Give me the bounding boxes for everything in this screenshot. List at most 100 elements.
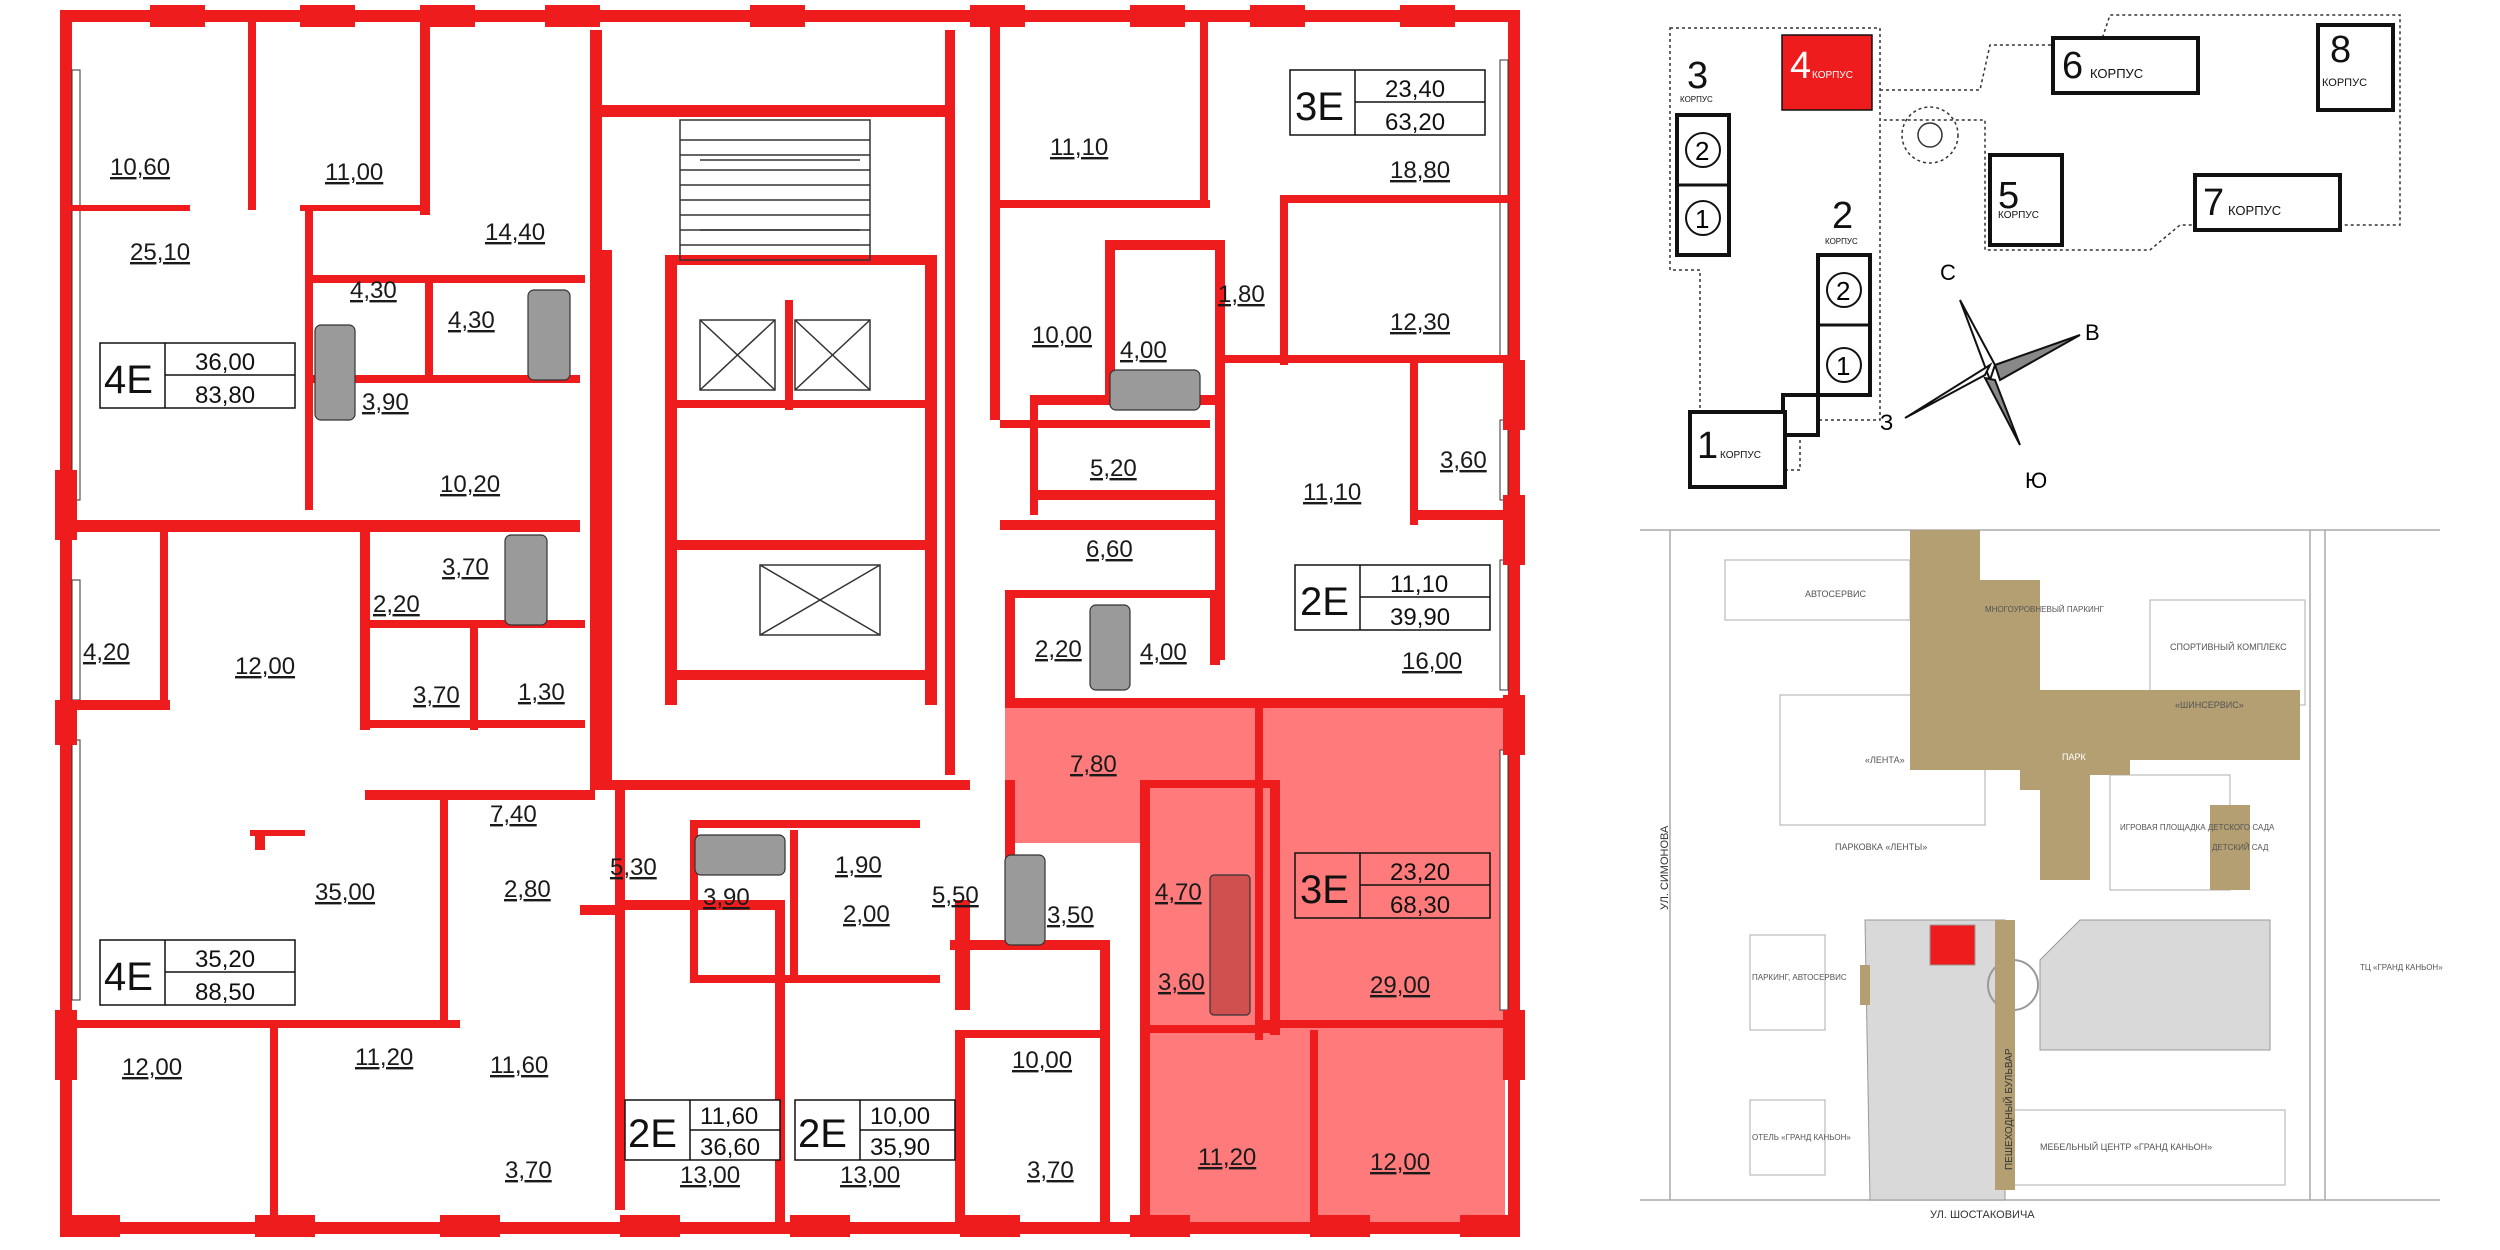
site-map: АВТОСЕРВИС МНОГОУРОВНЕВЫЙ ПАРКИНГ СПОРТИ… (1640, 529, 2443, 1221)
unit-living-area: 11,10 (1390, 571, 1448, 598)
map-label: ОТЕЛЬ «ГРАНД КАНЬОН» (1752, 1133, 1851, 1142)
building-word: КОРПУС (1680, 95, 1713, 104)
building-2[interactable]: 2 КОРПУС 2 1 (1781, 195, 1872, 437)
room-area: 3,70 (1027, 1157, 1074, 1184)
room-area: 4,30 (350, 277, 397, 304)
map-label: ПАРКИНГ, АВТОСЕРВИС (1752, 973, 1847, 982)
unit-living-area: 23,20 (1390, 859, 1450, 886)
street-label: УЛ. СИМОНОВА (1659, 825, 1671, 910)
building-8[interactable]: 8 КОРПУС (2316, 23, 2395, 112)
room-area: 11,10 (1050, 134, 1108, 161)
unit-code: 3E (1300, 868, 1349, 912)
unit-code: 3E (1295, 85, 1344, 129)
room-area: 10,00 (1012, 1047, 1072, 1074)
room-area: 2,20 (373, 591, 420, 618)
unit-total-area: 83,80 (195, 382, 255, 409)
room-area: 12,00 (122, 1054, 182, 1081)
room-area: 7,80 (1070, 751, 1117, 778)
building-6[interactable]: 6 КОРПУС (2051, 36, 2200, 95)
building-word: КОРПУС (1825, 237, 1858, 246)
building-number: 7 (2203, 182, 2224, 224)
room-area: 3,90 (703, 884, 750, 911)
building-4[interactable]: 4 КОРПУС (1781, 34, 1873, 111)
section-number: 1 (1836, 351, 1850, 381)
room-area: 2,80 (504, 876, 551, 903)
building-5[interactable]: 5 КОРПУС (1988, 153, 2064, 247)
building-word: КОРПУС (1998, 210, 2039, 221)
building-number: 6 (2062, 45, 2083, 87)
room-area: 13,00 (840, 1162, 900, 1189)
building-7[interactable]: 7 КОРПУС (2193, 173, 2342, 232)
room-area: 4,20 (83, 639, 130, 666)
room-area: 7,40 (490, 801, 537, 828)
unit-code: 4E (104, 358, 153, 402)
building-word: КОРПУС (2228, 203, 2281, 218)
room-area: 4,30 (448, 307, 495, 334)
map-label: ДЕТСКИЙ САД (2212, 843, 2269, 852)
compass-icon: С В Ю З (1880, 260, 2100, 493)
map-label: МНОГОУРОВНЕВЫЙ ПАРКИНГ (1985, 605, 2105, 614)
street-label: ПЕШЕХОДНЫЙ БУЛЬВАР (2002, 1048, 2015, 1170)
room-area: 2,20 (1035, 636, 1082, 663)
room-area: 11,20 (1198, 1144, 1256, 1171)
unit-code: 2E (1300, 580, 1349, 624)
interior-walls (60, 15, 1515, 1225)
unit-living-area: 35,20 (195, 946, 255, 973)
room-area: 11,20 (355, 1044, 413, 1071)
unit-box[interactable]: 2E 10,00 35,90 (794, 1099, 956, 1161)
building-number: 4 (1790, 45, 1811, 87)
building-word: КОРПУС (2322, 77, 2367, 89)
building-word: КОРПУС (1720, 450, 1761, 461)
unit-box[interactable]: 4E 36,00 83,80 (99, 342, 296, 409)
room-area: 10,00 (1032, 322, 1092, 349)
room-area: 3,70 (442, 554, 489, 581)
room-area: 18,80 (1390, 157, 1450, 184)
section-number: 2 (1695, 136, 1709, 166)
unit-box[interactable]: 2E 11,10 39,90 (1294, 564, 1491, 631)
unit-box[interactable]: 4E 35,20 88,50 (99, 939, 296, 1006)
unit-living-area: 11,60 (700, 1103, 758, 1130)
unit-box[interactable]: 3E 23,20 68,30 (1294, 852, 1491, 919)
room-area: 3,50 (1047, 902, 1094, 929)
map-label: ИГРОВАЯ ПЛОЩАДКА ДЕТСКОГО САДА (2120, 823, 2275, 832)
unit-total-area: 35,90 (870, 1134, 930, 1161)
room-area: 12,00 (1370, 1149, 1430, 1176)
room-area: 3,60 (1440, 447, 1487, 474)
compass-south: Ю (2025, 468, 2047, 493)
room-area: 6,60 (1086, 536, 1133, 563)
room-area: 16,00 (1402, 648, 1462, 675)
room-area: 5,50 (932, 882, 979, 909)
unit-total-area: 68,30 (1390, 892, 1450, 919)
room-area: 1,90 (835, 852, 882, 879)
room-area: 10,20 (440, 471, 500, 498)
building-number: 1 (1697, 425, 1718, 467)
unit-box[interactable]: 2E 11,60 36,60 (624, 1099, 781, 1161)
building-key-map: 3 КОРПУС 2 1 4 КОРПУС 2 КОРПУС 2 1 (1669, 14, 2401, 493)
room-area: 11,00 (325, 159, 383, 186)
room-area: 4,00 (1120, 337, 1167, 364)
staircase (679, 119, 871, 261)
street-label: УЛ. ШОСТАКОВИЧА (1930, 1209, 2035, 1221)
room-area: 5,30 (610, 854, 657, 881)
room-area: 12,30 (1390, 309, 1450, 336)
room-area: 3,60 (1158, 969, 1205, 996)
unit-code: 4E (104, 955, 153, 999)
section-number: 2 (1836, 276, 1850, 306)
unit-box[interactable]: 3E 23,40 63,20 (1289, 69, 1486, 136)
building-3[interactable]: 3 КОРПУС 2 1 (1675, 55, 1731, 257)
map-label: ПАРКОВКА «ЛЕНТЫ» (1835, 842, 1927, 852)
unit-code: 2E (628, 1112, 677, 1156)
room-area: 29,00 (1370, 972, 1430, 999)
unit-total-area: 36,60 (700, 1134, 760, 1161)
building-word: КОРПУС (2090, 66, 2143, 81)
room-area: 3,70 (413, 682, 460, 709)
room-area: 3,90 (362, 389, 409, 416)
building-number: 8 (2330, 29, 2351, 71)
map-label: АВТОСЕРВИС (1805, 589, 1866, 599)
compass-east: В (2085, 320, 2100, 345)
unit-labels: 3E 23,40 63,20 4E 36,00 83,80 2E 11,10 3… (99, 69, 1491, 1161)
room-area: 35,00 (315, 879, 375, 906)
building-1[interactable]: 1 КОРПУС (1688, 410, 1787, 489)
room-area: 1,80 (1218, 281, 1265, 308)
